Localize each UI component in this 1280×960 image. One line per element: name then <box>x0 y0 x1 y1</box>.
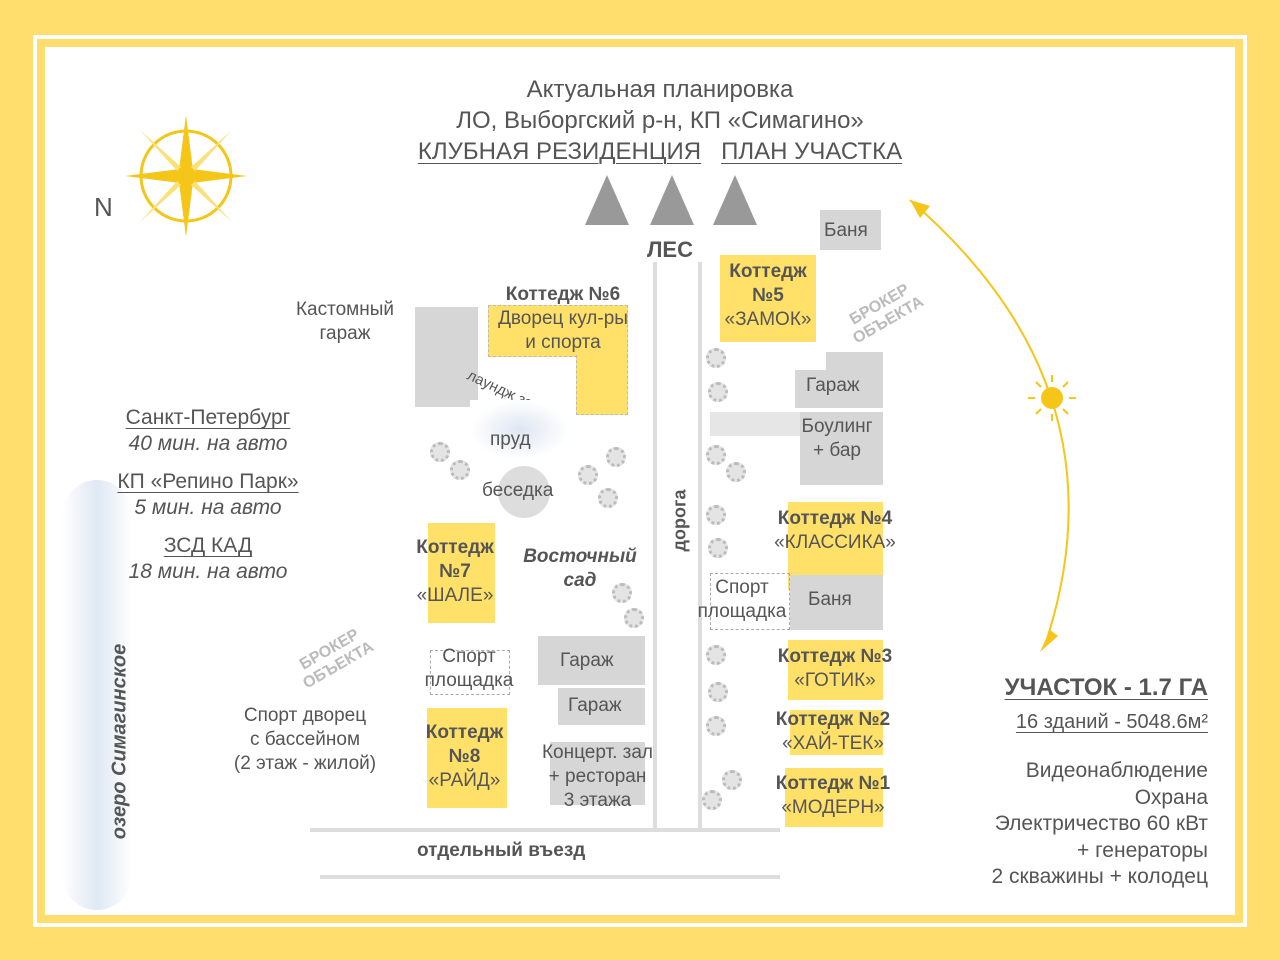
bush-icon <box>722 770 742 790</box>
forest-label: ЛЕС <box>647 237 693 262</box>
bush-icon <box>612 583 632 603</box>
bush-icon <box>624 608 644 628</box>
garage-left-2: Гараж <box>568 695 622 716</box>
road-line <box>320 875 780 879</box>
link-site-plan[interactable]: ПЛАН УЧАСТКА <box>721 138 903 165</box>
header: Актуальная планировка ЛО, Выборгский р-н… <box>340 74 980 167</box>
bush-icon <box>706 645 726 665</box>
bush-icon <box>606 447 626 467</box>
bush-icon <box>726 462 746 482</box>
banya-2: Баня <box>808 589 852 610</box>
compass-icon <box>125 115 247 237</box>
road-line <box>698 262 702 832</box>
bush-icon <box>578 465 598 485</box>
lake <box>62 480 132 910</box>
sun-path-icon <box>909 199 1076 652</box>
title: Актуальная планировка <box>526 76 794 103</box>
road-line <box>310 828 780 832</box>
bowling-bar: Боулинг+ бар <box>801 416 873 461</box>
north-label: N <box>94 192 113 222</box>
frame <box>33 35 1247 927</box>
link-club-residence[interactable]: КЛУБНАЯ РЕЗИДЕНЦИЯ <box>417 138 702 165</box>
separate-entry-label: отдельный въезд <box>417 840 586 861</box>
cottage-1: Коттедж №1«МОДЕРН» <box>775 773 891 818</box>
bush-icon <box>702 790 722 810</box>
bush-icon <box>450 460 470 480</box>
subtitle: ЛО, Выборгский р-н, КП «Симагино» <box>456 107 864 134</box>
gazebo-label: беседка <box>482 480 554 501</box>
bush-icon <box>598 488 618 508</box>
bush-icon <box>706 716 726 736</box>
summary: УЧАСТОК - 1.7 ГА 16 зданий - 5048.6м² Ви… <box>991 674 1208 888</box>
bush-icon <box>430 442 450 462</box>
garage-left-1: Гараж <box>560 650 614 671</box>
cottage-4: Коттедж №4«КЛАССИКА» <box>774 508 896 553</box>
bush-icon <box>708 382 728 402</box>
pond-label: пруд <box>490 429 531 450</box>
bush-icon <box>708 538 728 558</box>
cottage-2: Коттедж №2«ХАЙ-ТЕК» <box>775 709 891 754</box>
cottage-3: Коттедж №3«ГОТИК» <box>777 646 893 691</box>
lake-label: озеро Симагинское <box>108 643 131 840</box>
road-line <box>653 262 657 832</box>
bush-icon <box>708 682 728 702</box>
bush-icon <box>706 348 726 368</box>
banya-1: Баня <box>824 220 868 241</box>
bush-icon <box>706 445 726 465</box>
road-label: дорога <box>669 489 690 552</box>
garage-right: Гараж <box>806 375 860 396</box>
bush-icon <box>706 505 726 525</box>
tree-icons <box>585 175 757 225</box>
